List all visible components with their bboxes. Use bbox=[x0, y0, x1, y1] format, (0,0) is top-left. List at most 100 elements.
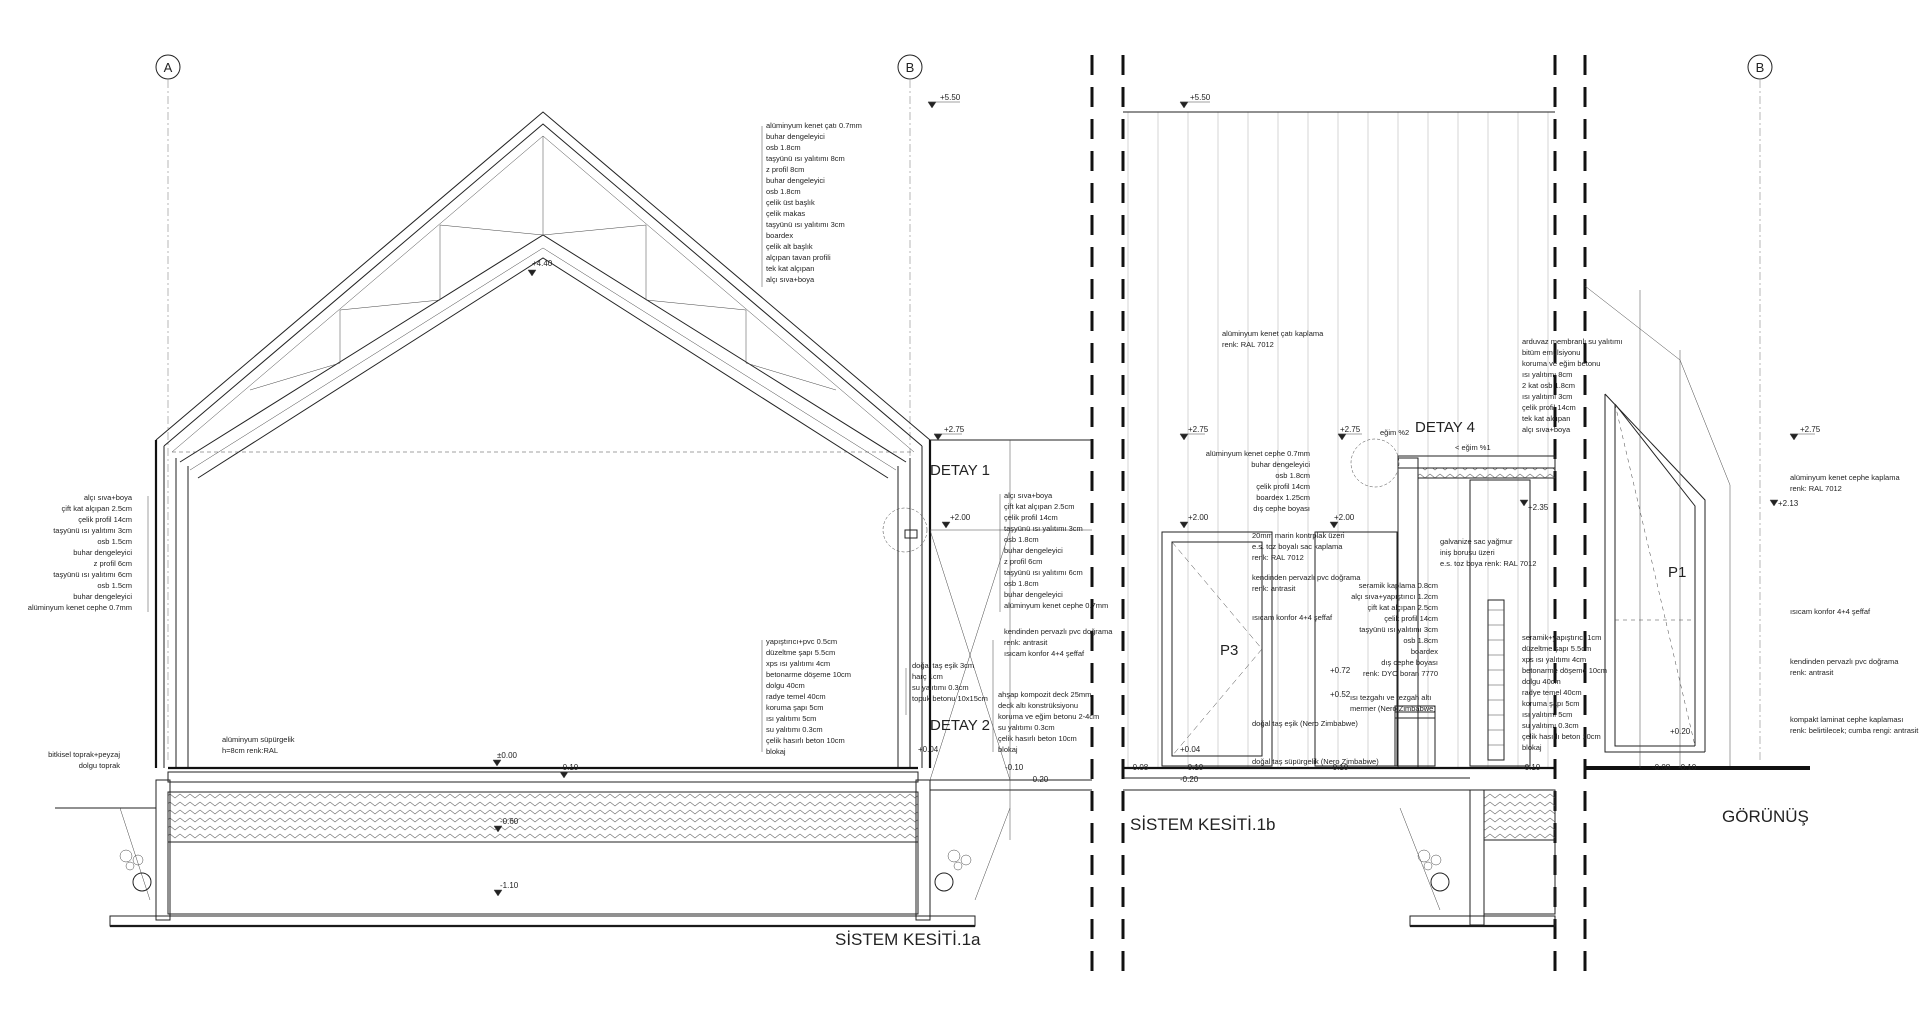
svg-text:alçı sıva+boya: alçı sıva+boya bbox=[84, 493, 133, 502]
level-275a: +2.75 bbox=[944, 425, 965, 434]
section-1b bbox=[1123, 111, 1556, 928]
svg-text:renk: RAL 7012: renk: RAL 7012 bbox=[1790, 484, 1842, 493]
level-200a: +2.00 bbox=[950, 513, 971, 522]
svg-text:z profil 6cm: z profil 6cm bbox=[94, 559, 132, 568]
level-000: ±0.00 bbox=[497, 751, 518, 760]
level-004a: +0.04 bbox=[918, 745, 939, 754]
floor-a-notes: yapıştırıcı+pvc 0.5cm düzeltme şapı 5.5c… bbox=[766, 637, 851, 756]
b-frame-notes: 20mm marin kontrplak üzeri e.s. toz boya… bbox=[1252, 531, 1345, 562]
svg-text:dolgu 40cm: dolgu 40cm bbox=[1522, 677, 1561, 686]
svg-text:alüminyum kenet cephe 0.7mm: alüminyum kenet cephe 0.7mm bbox=[1004, 601, 1108, 610]
level-m020b: -0.20 bbox=[1180, 775, 1199, 784]
grid-label-b2: B bbox=[1756, 60, 1765, 75]
level-m010a: -0.10 bbox=[560, 763, 579, 772]
svg-text:koruma şapı 5cm: koruma şapı 5cm bbox=[766, 703, 824, 712]
b-deck-notes: arduvaz membranlı su yalıtımı bitüm emül… bbox=[1522, 337, 1622, 434]
svg-text:blokaj: blokaj bbox=[766, 747, 786, 756]
svg-text:xps ısı yalıtımı 4cm: xps ısı yalıtımı 4cm bbox=[766, 659, 830, 668]
b-inner-notes: seramik kaplama 0.8cm alçı sıva+yapıştır… bbox=[1351, 581, 1438, 678]
b-window-notes: kendinden pervazlı pvc doğrama renk: ant… bbox=[1252, 573, 1361, 593]
svg-text:harç 1cm: harç 1cm bbox=[912, 672, 943, 681]
svg-text:çelik profil 14cm: çelik profil 14cm bbox=[78, 515, 132, 524]
svg-text:iniş borusu üzeri: iniş borusu üzeri bbox=[1440, 548, 1495, 557]
svg-text:2 kat osb 1.8cm: 2 kat osb 1.8cm bbox=[1522, 381, 1575, 390]
svg-text:alüminyum kenet cephe 0.7mm: alüminyum kenet cephe 0.7mm bbox=[1206, 449, 1310, 458]
svg-text:dış cephe boyası: dış cephe boyası bbox=[1253, 504, 1310, 513]
level-markers bbox=[492, 101, 1815, 897]
svg-text:buhar dengeleyici: buhar dengeleyici bbox=[73, 592, 132, 601]
svg-text:çelik alt başlık: çelik alt başlık bbox=[766, 242, 813, 251]
level-m110: -1.10 bbox=[500, 881, 519, 890]
svg-text:z profil 8cm: z profil 8cm bbox=[766, 165, 804, 174]
svg-text:kompakt laminat cephe kaplamas: kompakt laminat cephe kaplaması bbox=[1790, 715, 1903, 724]
svg-text:mermer (Nero Zimbabwe): mermer (Nero Zimbabwe) bbox=[1350, 704, 1436, 713]
svg-text:düzeltme şapı 5.5cm: düzeltme şapı 5.5cm bbox=[1522, 644, 1591, 653]
level-213: +2.13 bbox=[1778, 499, 1799, 508]
svg-text:kendinden pervazlı pvc doğrama: kendinden pervazlı pvc doğrama bbox=[1252, 573, 1361, 582]
svg-text:ahşap kompozit deck 25mm: ahşap kompozit deck 25mm bbox=[998, 690, 1091, 699]
level-235: +2.35 bbox=[1528, 503, 1549, 512]
title-elevation: GÖRÜNÜŞ bbox=[1722, 807, 1809, 826]
detail1-wall-notes: alçı sıva+boya çift kat alçıpan 2.5cm çe… bbox=[1004, 491, 1108, 610]
svg-text:boardex 1.25cm: boardex 1.25cm bbox=[1256, 493, 1310, 502]
opening-p1: P1 bbox=[1668, 564, 1686, 581]
soil-note-2: dolgu toprak bbox=[79, 761, 121, 770]
svg-text:taşyünü ısı yalıtımı 3cm: taşyünü ısı yalıtımı 3cm bbox=[1004, 524, 1083, 533]
level-072: +0.72 bbox=[1330, 666, 1351, 675]
svg-text:taşyünü ısı yalıtımı 3cm: taşyünü ısı yalıtımı 3cm bbox=[53, 526, 132, 535]
level-275d: +2.75 bbox=[1800, 425, 1821, 434]
b-glass-note: ısıcam konfor 4+4 şeffaf bbox=[1252, 613, 1333, 622]
svg-text:alçı sıva+boya: alçı sıva+boya bbox=[1004, 491, 1053, 500]
step-notes: doğal taş eşik 3cm harç 1cm su yalıtımı … bbox=[912, 661, 988, 703]
svg-text:doğal taş eşik 3cm: doğal taş eşik 3cm bbox=[912, 661, 974, 670]
svg-text:çelik profil 14cm: çelik profil 14cm bbox=[1256, 482, 1310, 491]
svg-text:dolgu 40cm: dolgu 40cm bbox=[766, 681, 805, 690]
b-wall-notes: alüminyum kenet cephe 0.7mm buhar dengel… bbox=[1206, 449, 1311, 513]
svg-text:buhar dengeleyici: buhar dengeleyici bbox=[1004, 546, 1063, 555]
svg-text:taşyünü ısı yalıtımı 6cm: taşyünü ısı yalıtımı 6cm bbox=[1004, 568, 1083, 577]
svg-text:çelik hasırlı beton 10cm: çelik hasırlı beton 10cm bbox=[766, 736, 845, 745]
svg-text:koruma şapı 5cm: koruma şapı 5cm bbox=[1522, 699, 1580, 708]
svg-text:ısıcam konfor 4+4 şeffaf: ısıcam konfor 4+4 şeffaf bbox=[1004, 649, 1085, 658]
slope-2: < eğim %1 bbox=[1455, 443, 1491, 452]
svg-text:düzeltme şapı 5.5cm: düzeltme şapı 5.5cm bbox=[766, 648, 835, 657]
detail-4-label: DETAY 4 bbox=[1415, 419, 1475, 436]
svg-text:ısı tezgahı ve tezgah altı: ısı tezgahı ve tezgah altı bbox=[1350, 693, 1431, 702]
svg-text:seramik+yapıştırıcı 1cm: seramik+yapıştırıcı 1cm bbox=[1522, 633, 1601, 642]
svg-text:su yalıtımı 0.3cm: su yalıtımı 0.3cm bbox=[1522, 721, 1579, 730]
svg-text:renk: antrasit: renk: antrasit bbox=[1004, 638, 1048, 647]
elevation bbox=[1584, 285, 1810, 770]
svg-text:ısı yalıtımı 5cm: ısı yalıtımı 5cm bbox=[1522, 710, 1572, 719]
window-a-notes: kendinden pervazlı pvc doğrama renk: ant… bbox=[1004, 627, 1113, 658]
svg-text:arduvaz membranlı su yalıtımı: arduvaz membranlı su yalıtımı bbox=[1522, 337, 1622, 346]
svg-text:tek kat alçıpan: tek kat alçıpan bbox=[1522, 414, 1570, 423]
svg-text:betonarme döşeme 10cm: betonarme döşeme 10cm bbox=[766, 670, 851, 679]
grid-label-a: A bbox=[164, 60, 173, 75]
level-550b: +5.50 bbox=[1190, 93, 1211, 102]
svg-text:yapıştırıcı+pvc 0.5cm: yapıştırıcı+pvc 0.5cm bbox=[766, 637, 837, 646]
svg-text:ısı yalıtımı 5cm: ısı yalıtımı 5cm bbox=[766, 714, 816, 723]
opening-p3: P3 bbox=[1220, 642, 1238, 659]
svg-text:renk: antrasit: renk: antrasit bbox=[1252, 584, 1296, 593]
svg-text:osb 1.8cm: osb 1.8cm bbox=[1004, 535, 1039, 544]
svg-text:su yalıtımı 0.3cm: su yalıtımı 0.3cm bbox=[912, 683, 969, 692]
slope-1: eğim %2 bbox=[1380, 428, 1409, 437]
svg-text:çelik hasırlı beton 10cm: çelik hasırlı beton 10cm bbox=[998, 734, 1077, 743]
level-200b: +2.00 bbox=[1188, 513, 1209, 522]
level-550a: +5.50 bbox=[940, 93, 961, 102]
grid-bubble-b2 bbox=[1747, 54, 1773, 80]
title-section-1a: SİSTEM KESİTİ.1a bbox=[835, 930, 981, 949]
svg-text:alüminyum kenet çatı kaplama: alüminyum kenet çatı kaplama bbox=[1222, 329, 1324, 338]
svg-text:osb 1.5cm: osb 1.5cm bbox=[97, 581, 132, 590]
svg-text:taşyünü ısı yalıtımı 6cm: taşyünü ısı yalıtımı 6cm bbox=[53, 570, 132, 579]
detail-2-label: DETAY 2 bbox=[930, 717, 990, 734]
svg-text:alçıpan tavan profili: alçıpan tavan profili bbox=[766, 253, 831, 262]
b-sweep-note: doğal taş süpürgelik (Nero Zimbabwe) bbox=[1252, 757, 1379, 766]
b-roof-notes: alüminyum kenet çatı kaplama renk: RAL 7… bbox=[1222, 329, 1324, 349]
svg-text:betonarme döşeme 10cm: betonarme döşeme 10cm bbox=[1522, 666, 1607, 675]
level-m008a: -0.08 bbox=[1130, 763, 1149, 772]
sweep-note-1: alüminyum süpürgelik bbox=[222, 735, 295, 744]
level-m010c: -0.10 bbox=[1185, 763, 1204, 772]
svg-text:taşyünü ısı yalıtımı 3cm: taşyünü ısı yalıtımı 3cm bbox=[766, 220, 845, 229]
